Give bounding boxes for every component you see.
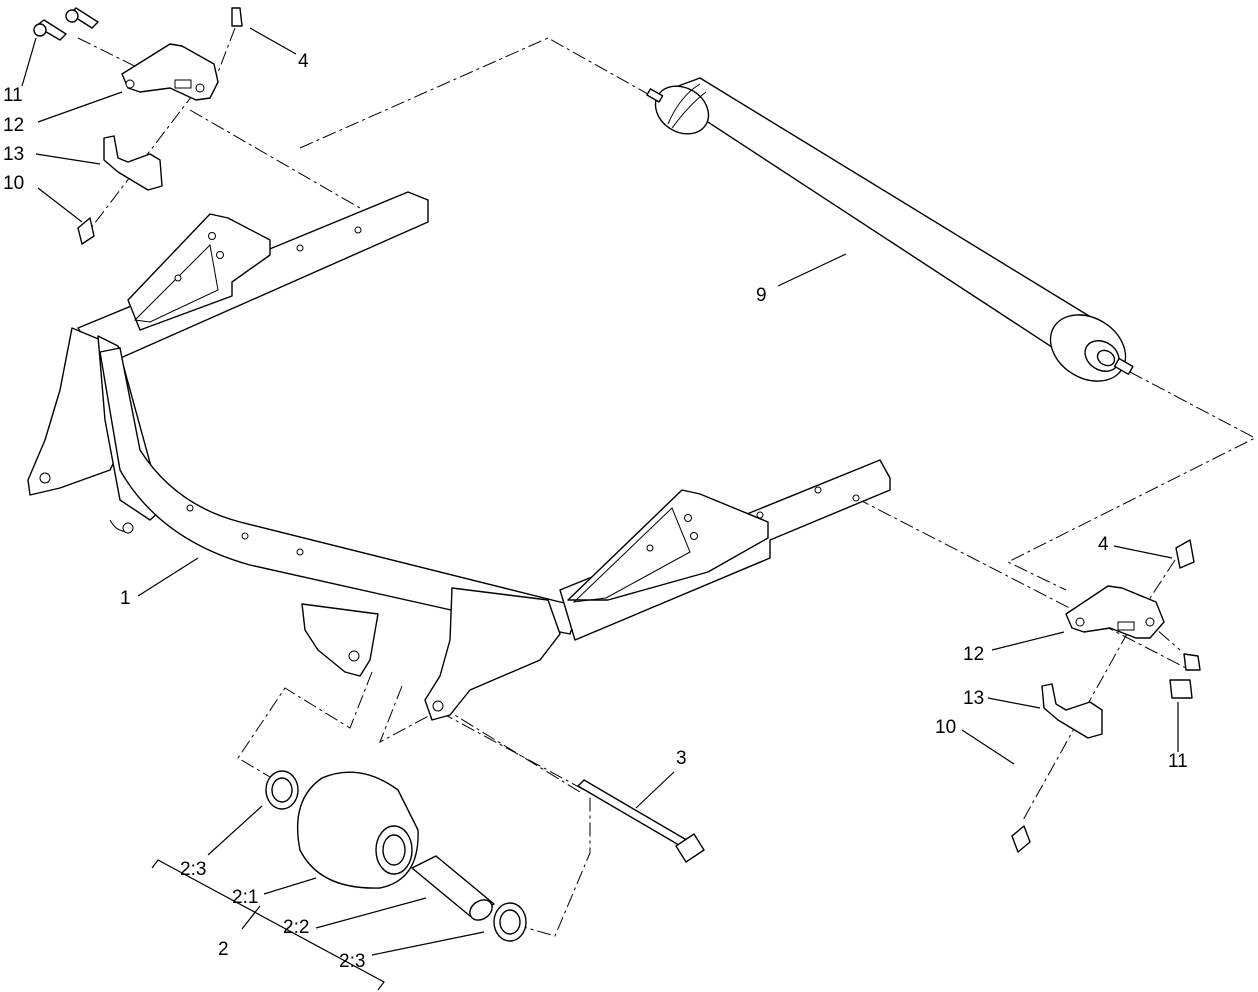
callout-3: 3 (676, 748, 687, 769)
callout-10-left: 10 (3, 173, 25, 194)
roller-part-9 (646, 77, 1134, 382)
callout-9: 9 (756, 285, 767, 306)
callout-10-right: 10 (935, 717, 957, 738)
callout-11-right: 11 (1168, 751, 1188, 772)
callout-1: 1 (120, 588, 131, 609)
callout-2: 2 (218, 939, 229, 960)
frame-part-1 (27, 191, 891, 721)
callout-11-left: 11 (3, 85, 23, 106)
assembly-centerlines (77, 27, 1257, 937)
callout-4-top: 4 (298, 51, 309, 72)
callout-12-right: 12 (963, 644, 985, 665)
callout-4-right: 4 (1098, 534, 1109, 555)
callout-2-2: 2:2 (283, 917, 310, 938)
roller-assembly-part-2 (265, 770, 527, 942)
leader-lines (21, 27, 1179, 991)
left-hardware (33, 7, 243, 245)
right-hardware (1011, 539, 1201, 853)
callout-2-3-left: 2:3 (180, 859, 207, 880)
bolt-part-3 (577, 779, 705, 863)
callout-13-left: 13 (3, 144, 25, 165)
callout-2-1: 2:1 (232, 887, 259, 908)
callout-12-left: 12 (3, 115, 25, 136)
callout-2-3-right: 2:3 (339, 951, 366, 972)
callout-13-right: 13 (963, 688, 985, 709)
